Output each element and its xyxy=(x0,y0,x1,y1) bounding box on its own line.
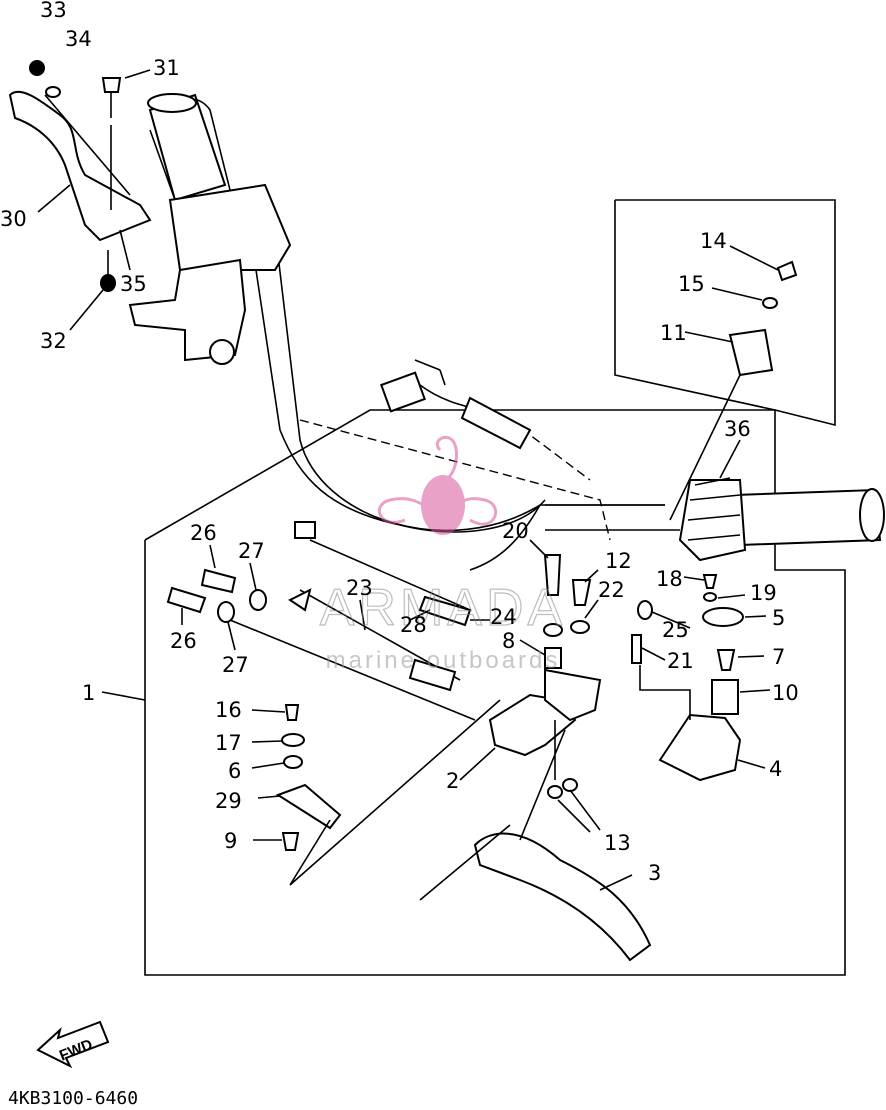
sensor-wire xyxy=(380,359,532,450)
label-16: 16 xyxy=(215,698,242,722)
fwd-arrow: FWD xyxy=(36,1020,110,1069)
label-19: 19 xyxy=(750,581,777,605)
label-8: 8 xyxy=(502,629,515,653)
label-29: 29 xyxy=(215,789,242,813)
label-7: 7 xyxy=(772,645,785,669)
label-35: 35 xyxy=(120,272,147,296)
label-36: 36 xyxy=(724,417,751,441)
label-12: 12 xyxy=(605,549,632,573)
label-27b: 27 xyxy=(222,653,249,677)
label-22: 22 xyxy=(598,578,625,602)
label-10: 10 xyxy=(772,681,799,705)
label-28: 28 xyxy=(400,613,427,637)
label-17: 17 xyxy=(215,731,242,755)
label-33: 33 xyxy=(40,0,67,22)
brake-switch xyxy=(631,574,744,782)
label-21: 21 xyxy=(667,649,694,673)
label-6: 6 xyxy=(228,759,241,783)
label-25: 25 xyxy=(662,618,689,642)
label-9: 9 xyxy=(224,829,237,853)
frame-1 xyxy=(144,409,846,976)
label-27a: 27 xyxy=(238,539,265,563)
left-lever xyxy=(8,60,152,292)
label-30: 30 xyxy=(0,207,27,231)
label-34: 34 xyxy=(65,27,92,51)
cables xyxy=(229,521,476,721)
adjusters xyxy=(166,568,267,623)
label-32: 32 xyxy=(40,329,67,353)
watermark-tagline: marine outboards xyxy=(326,647,561,674)
master-cylinder xyxy=(419,554,652,962)
label-5: 5 xyxy=(772,606,785,630)
label-4: 4 xyxy=(769,757,782,781)
watermark: ARMADA marine outboards xyxy=(319,435,566,674)
part-labels: 33 34 31 30 35 32 14 15 11 36 20 12 22 1… xyxy=(0,0,799,885)
small-parts xyxy=(275,699,501,886)
switch-parts xyxy=(669,260,798,521)
label-11: 11 xyxy=(660,321,687,345)
label-18: 18 xyxy=(656,567,683,591)
leader-lines xyxy=(37,69,779,891)
frame-switch xyxy=(614,199,836,427)
label-14: 14 xyxy=(700,229,727,253)
handlebar xyxy=(128,93,885,571)
label-31: 31 xyxy=(153,56,180,80)
label-20: 20 xyxy=(502,519,529,543)
label-13: 13 xyxy=(604,831,631,855)
label-24: 24 xyxy=(490,605,517,629)
label-2: 2 xyxy=(446,769,459,793)
label-1: 1 xyxy=(82,681,95,705)
watermark-brand: ARMADA xyxy=(320,579,566,637)
label-26b: 26 xyxy=(170,629,197,653)
label-3: 3 xyxy=(648,861,661,885)
drawing-code: 4KB3100-6460 xyxy=(8,1088,138,1109)
label-15: 15 xyxy=(678,272,705,296)
label-23: 23 xyxy=(346,576,373,600)
label-26a: 26 xyxy=(190,521,217,545)
